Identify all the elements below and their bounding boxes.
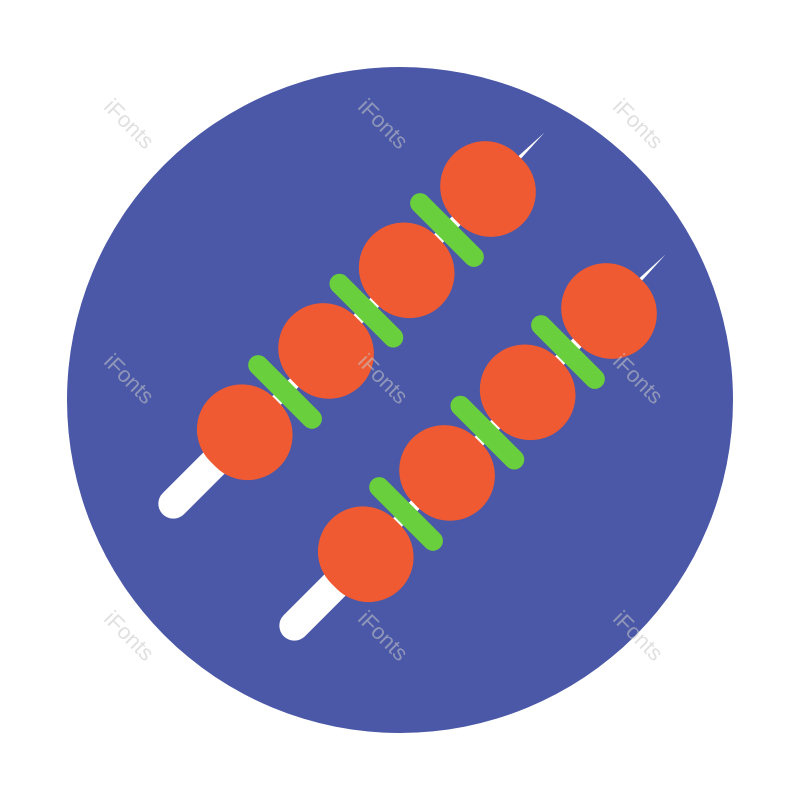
watermark-text: iFonts (99, 94, 159, 154)
vegetable-slice (369, 477, 443, 551)
watermark-text: iFonts (608, 94, 668, 154)
meat-piece (358, 222, 455, 319)
skewer-bottom (279, 254, 666, 641)
meat-piece (317, 506, 414, 603)
vegetable-slice (410, 193, 484, 267)
vegetable-slice (531, 315, 605, 389)
meat-piece (196, 384, 293, 481)
vegetable-slice (248, 355, 322, 429)
skewer-top (158, 132, 545, 519)
meat-piece (278, 303, 374, 399)
meat-piece (440, 141, 536, 237)
meat-piece (561, 263, 657, 359)
meat-piece (479, 344, 576, 441)
meat-piece (399, 425, 495, 521)
vegetable-slice (329, 273, 404, 348)
background-circle (67, 67, 733, 733)
vegetable-slice (450, 395, 525, 470)
